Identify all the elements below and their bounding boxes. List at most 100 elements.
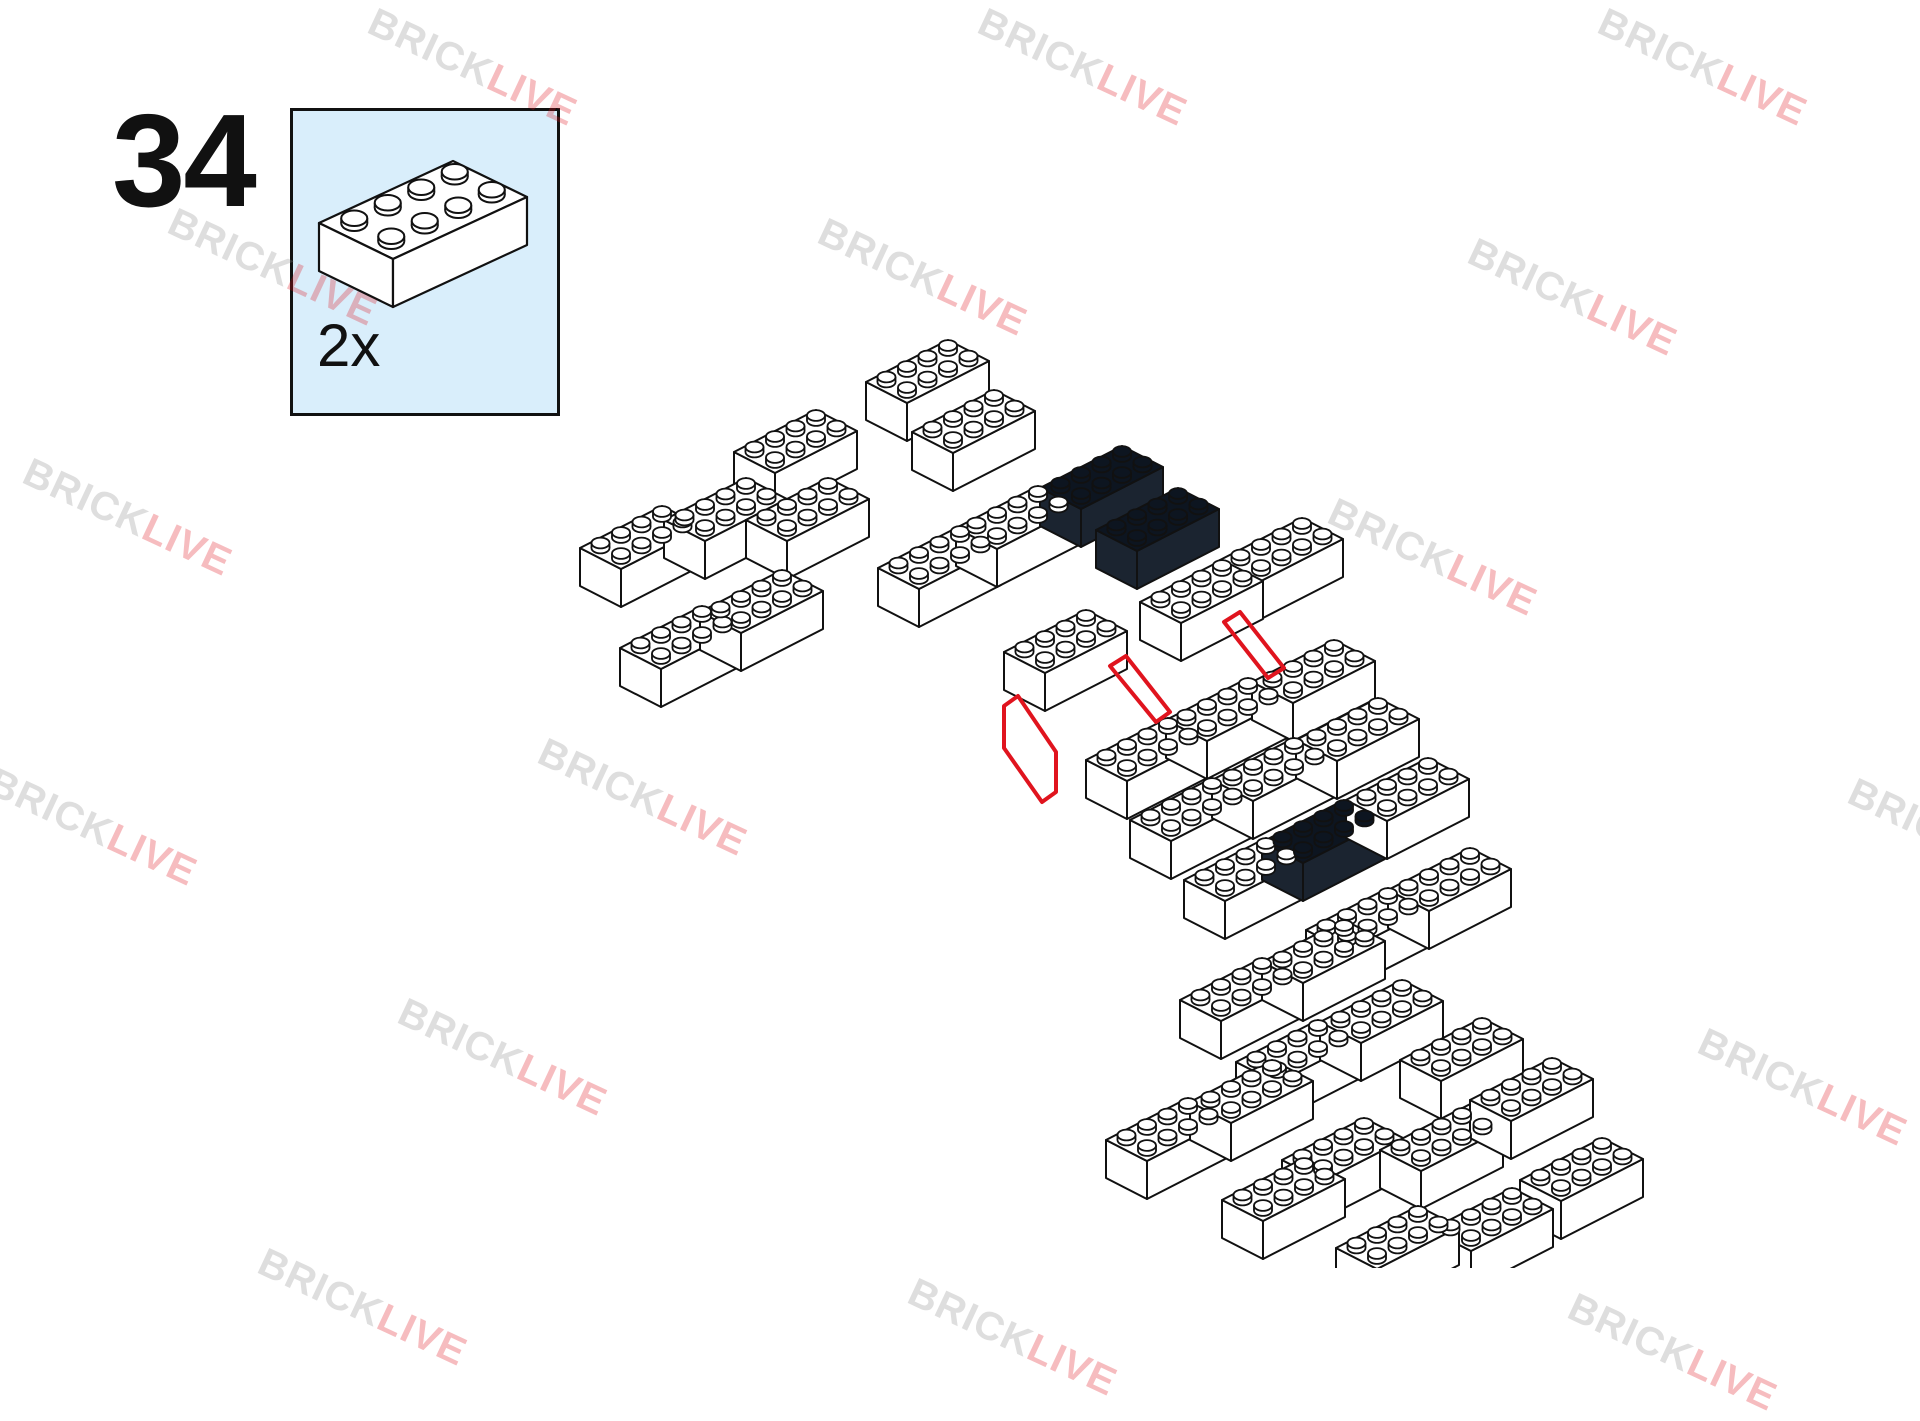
stud [1431,1117,1452,1136]
stud [1211,999,1231,1017]
stud [1451,1027,1472,1046]
stud [797,508,818,527]
stud [1431,1059,1451,1077]
stud [1481,1218,1502,1237]
stud [1571,1147,1592,1166]
stud [631,515,652,534]
stud [715,508,736,527]
stud [1314,1167,1335,1186]
stud [1390,1138,1411,1157]
stud [1313,1138,1333,1156]
stud [1410,1048,1431,1067]
stud [1014,640,1035,659]
stud [630,636,651,655]
stud [938,360,958,378]
stud [1419,889,1439,907]
stud [692,605,712,623]
stud [876,370,897,389]
stud [756,508,777,527]
stud [1007,516,1028,535]
stud [1137,1118,1157,1136]
stud [1263,768,1284,787]
stud [1232,1188,1253,1207]
stud [897,360,917,378]
stud [1272,967,1293,986]
stud [731,611,751,629]
stud [1091,476,1112,495]
stud [909,546,929,564]
assembly-model [579,339,1644,1308]
stud [1132,455,1153,474]
stud [1178,1097,1198,1115]
stud [751,579,772,598]
stud [756,487,777,506]
stud [1392,1000,1412,1018]
stud [744,440,765,459]
stud [736,498,756,516]
stud [674,508,695,527]
stud [1202,777,1222,795]
stud [1377,799,1397,817]
stud [1334,940,1354,958]
stud [611,526,631,544]
stud [1256,837,1276,855]
stud [1452,1128,1472,1146]
stud [1492,1027,1513,1046]
stud [695,519,715,537]
stud [1551,1158,1571,1176]
stud [1287,1050,1308,1069]
stud [943,431,963,449]
stud [1347,707,1368,726]
stud [1127,529,1147,547]
stud [1211,978,1231,996]
stud [1221,1101,1241,1119]
stud [1324,639,1344,657]
stud [1168,508,1188,526]
stud [1293,820,1313,838]
stud [1217,687,1238,706]
stud [1461,1208,1481,1226]
stud [1252,957,1272,975]
stud [1284,758,1304,776]
stud [1212,580,1232,598]
stud [818,498,838,516]
stud [1451,1048,1472,1067]
stud [1243,758,1263,776]
stud [1439,857,1460,876]
stud [826,419,847,438]
stud [1231,967,1252,986]
stud [1171,601,1191,619]
stud [777,498,797,516]
stud [1387,1215,1408,1234]
stud [984,389,1004,407]
stud [1158,738,1178,756]
stud [1408,1205,1428,1223]
stud [1418,757,1438,775]
stud [1140,808,1161,827]
stud [1235,847,1256,866]
stud [1354,929,1375,948]
stud [651,626,671,644]
stud [1157,1128,1178,1147]
stud [1346,1236,1367,1255]
stud [731,590,751,608]
stud [1273,1188,1294,1207]
stud [1428,1215,1449,1234]
stud [1262,1080,1282,1098]
stud [1521,1067,1542,1086]
stud [1480,857,1501,876]
stud [909,567,929,585]
stud [1461,1229,1481,1247]
stud [838,487,859,506]
stud [1246,1050,1267,1069]
stud [1076,609,1096,627]
stud [1212,559,1232,577]
stud [1398,878,1419,897]
stud [1377,778,1397,796]
stud [1116,1128,1137,1147]
stud [917,349,938,368]
stud [1230,548,1251,567]
stud [1313,950,1334,969]
stud [1440,1218,1461,1237]
stud [1408,1226,1428,1244]
